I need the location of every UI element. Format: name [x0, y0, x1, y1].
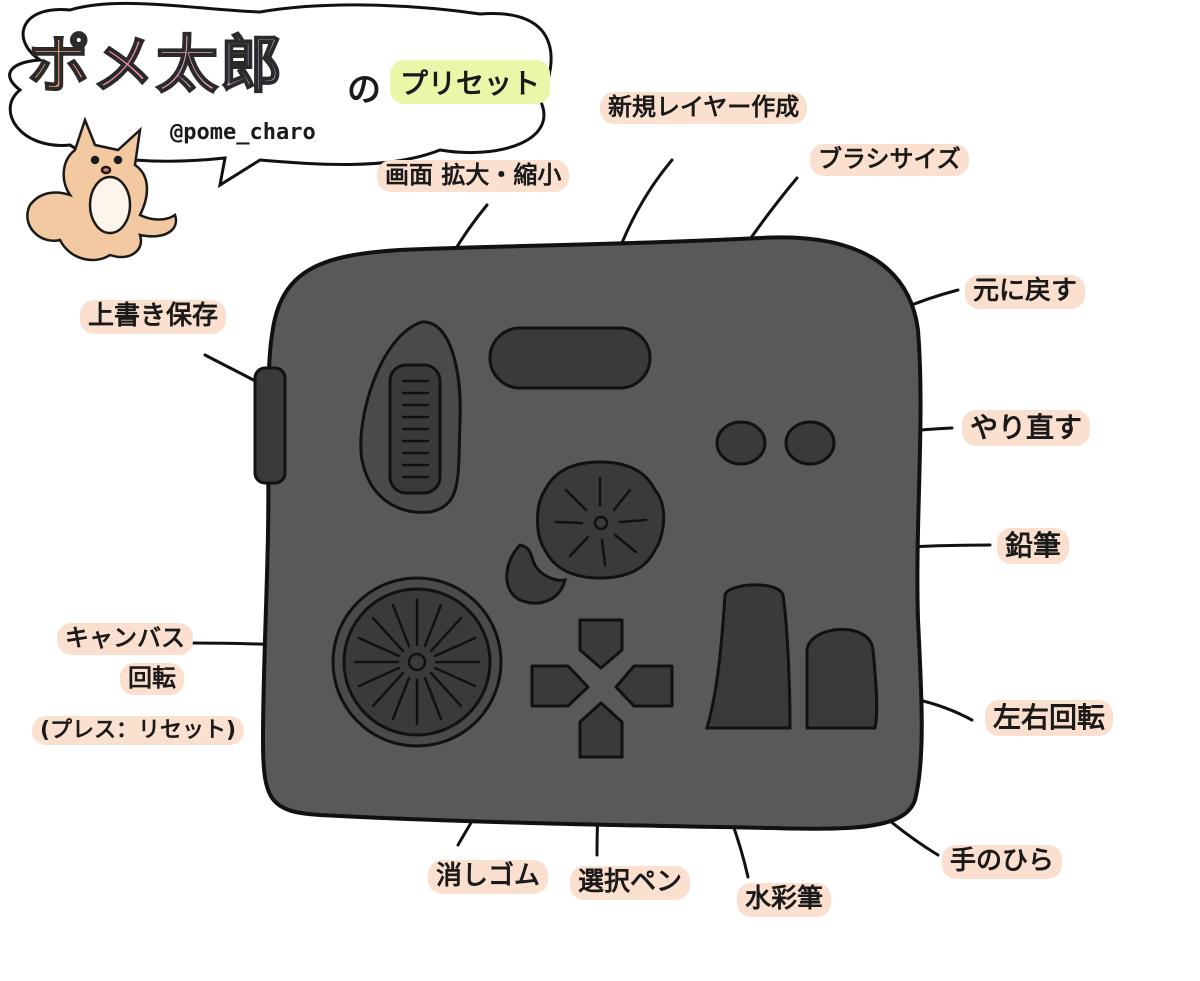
label-eraser: 消しゴム: [428, 860, 549, 894]
label-select-pen: 選択ペン: [570, 866, 691, 900]
zoom-wheel[interactable]: [388, 363, 442, 495]
side-save-button[interactable]: [253, 366, 287, 485]
title-char-1: ポ: [27, 28, 93, 101]
brush-size-dial[interactable]: [536, 460, 666, 580]
watercolor-button[interactable]: [614, 664, 674, 708]
hand-button[interactable]: [705, 583, 792, 730]
label-redo: やり直す: [962, 410, 1091, 447]
label-brush-size: ブラシサイズ: [810, 144, 969, 176]
rotate-lr-button[interactable]: [805, 627, 879, 730]
new-layer-button[interactable]: [488, 326, 652, 390]
dog-mascot-icon: [26, 116, 178, 262]
pencil-button[interactable]: [578, 618, 624, 670]
label-undo: 元に戻す: [965, 275, 1086, 309]
eraser-button[interactable]: [530, 664, 590, 708]
title-char-4: 郎: [219, 28, 285, 101]
title-char-3: 太: [155, 28, 221, 101]
canvas-rotation-dial[interactable]: [331, 576, 503, 748]
title-particle: の: [347, 70, 381, 110]
label-pencil: 鉛筆: [997, 528, 1070, 565]
label-canvas-rotate-2: 回転: [120, 663, 184, 695]
label-watercolor: 水彩筆: [737, 883, 832, 917]
label-new-layer: 新規レイヤー作成: [600, 92, 808, 124]
label-canvas-rotate-1: キャンバス: [57, 623, 193, 655]
select-pen-button[interactable]: [578, 701, 624, 759]
author-handle: @pome_charo: [170, 120, 316, 145]
title-char-2: メ: [91, 28, 157, 101]
title-name: ポメ太郎: [27, 28, 285, 101]
label-hand: 手のひら: [942, 845, 1063, 879]
redo-button[interactable]: [784, 420, 836, 466]
label-rotate-lr: 左右回転: [985, 700, 1114, 737]
title-speech-bubble: [8, 1, 553, 189]
label-save: 上書き保存: [80, 300, 227, 334]
label-press-reset: (プレス：リセット): [32, 716, 245, 746]
undo-button[interactable]: [715, 420, 767, 466]
title-subtitle: プリセット: [390, 60, 551, 104]
label-zoom: 画面 拡大・縮小: [377, 160, 570, 192]
small-crescent-button[interactable]: [505, 543, 568, 605]
